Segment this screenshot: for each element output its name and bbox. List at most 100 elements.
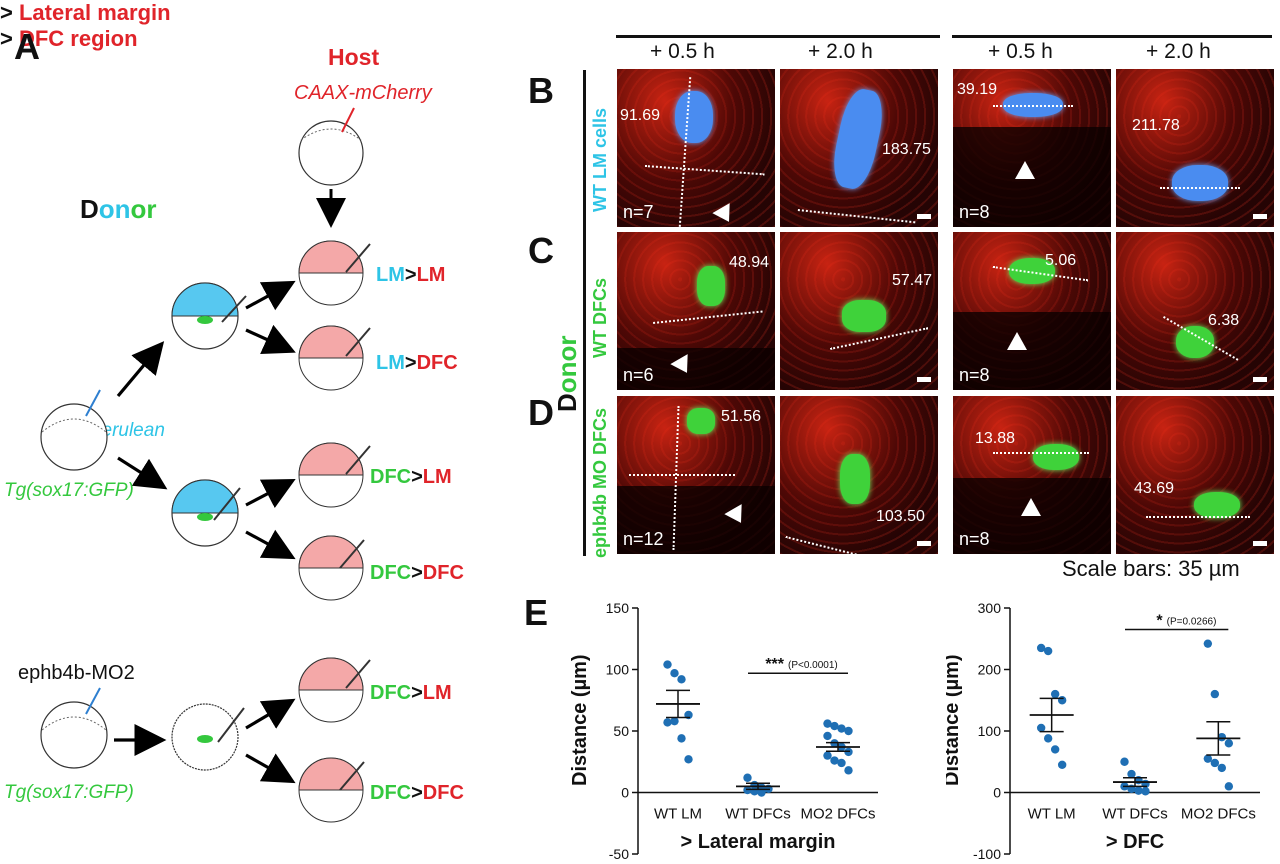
data-point <box>1043 734 1053 743</box>
micrograph-b-lm-20: 183.75 <box>780 69 938 227</box>
micrograph-c-dfc-05: 5.06 n=8 <box>953 232 1111 390</box>
header-prefix: > <box>0 26 13 51</box>
distance-value: 183.75 <box>882 141 931 158</box>
cell-cluster <box>1176 326 1214 358</box>
transplant-sep: > <box>411 466 423 488</box>
header-rule-left <box>616 35 940 38</box>
distance-value: 5.06 <box>1045 252 1077 269</box>
transplant-arrows <box>114 280 296 784</box>
distance-value: 91.69 <box>620 107 661 124</box>
transplant-sep: > <box>404 352 417 374</box>
y-tick-label: 50 <box>613 723 629 739</box>
data-point <box>823 719 832 728</box>
category-label: WT DFCs <box>1102 806 1168 823</box>
significance-stars: * <box>1156 613 1163 630</box>
distance-value: 57.47 <box>892 272 933 289</box>
significance-p: (P<0.0001) <box>788 660 838 671</box>
transplant-label-dfc-lm: DFC>LM <box>370 466 452 489</box>
data-point <box>1043 646 1053 656</box>
category-label: WT DFCs <box>725 806 791 823</box>
distance-value: 211.78 <box>1132 117 1180 134</box>
host-embryo <box>298 107 364 186</box>
panel-letter-b: B <box>528 70 554 111</box>
cell-cluster <box>1172 165 1228 201</box>
y-tick-label: -100 <box>973 846 1001 862</box>
data-point <box>663 718 672 727</box>
transplant-src: DFC <box>370 782 412 804</box>
x-axis-label: > DFC <box>1106 831 1164 853</box>
y-tick-label: 150 <box>606 600 630 616</box>
morpholino-label: ephb4b-MO2 <box>18 662 135 684</box>
transplant-sep: > <box>404 264 417 286</box>
data-point <box>1050 689 1060 699</box>
sample-count: n=7 <box>623 202 654 222</box>
cell-cluster <box>1009 258 1055 284</box>
transplant-dst: DFC <box>416 352 458 374</box>
donor-embryo-mo2-stage <box>171 703 245 771</box>
significance-p: (P=0.0266) <box>1167 617 1217 628</box>
panel-letter-e: E <box>524 592 549 633</box>
micrograph-d-dfc-05: 13.88 n=8 <box>953 396 1111 554</box>
micrograph-c-lm-05: 48.94 n=6 <box>617 232 775 390</box>
donor-bracket-line <box>583 70 586 556</box>
host-title: Host <box>328 44 380 70</box>
sample-count: n=6 <box>623 365 654 385</box>
x-axis-label: > Lateral margin <box>680 831 835 853</box>
donor-embryo-blue-2 <box>171 479 241 547</box>
cell-cluster <box>840 454 870 504</box>
significance-stars: *** <box>765 656 784 673</box>
donor-vertical-rest: onor <box>552 335 582 394</box>
time-label: + 2.0 h <box>1146 40 1211 63</box>
transplant-src: LM <box>376 352 405 374</box>
transplant-src: DFC <box>370 466 412 488</box>
row-label-d: ephb4b MO DFCs <box>590 407 610 558</box>
header-rule-right <box>952 35 1272 38</box>
cell-cluster <box>675 91 713 143</box>
transplant-dst: LM <box>422 466 452 488</box>
category-label: WT LM <box>1028 806 1076 823</box>
panel-letter-a: A <box>14 26 40 67</box>
data-point <box>677 734 686 743</box>
data-point <box>1127 769 1136 779</box>
data-point <box>1120 757 1129 766</box>
donor-title-d: D <box>80 194 99 224</box>
y-tick-label: 100 <box>606 662 630 678</box>
data-point <box>1203 639 1213 648</box>
cell-cluster <box>842 300 886 332</box>
category-label: WT LM <box>654 806 702 823</box>
data-point <box>1224 739 1234 748</box>
transplant-src: LM <box>376 264 405 286</box>
data-point <box>684 755 693 764</box>
micrograph-d-lm-20: 103.50 <box>780 396 938 554</box>
y-axis-label: Distance (µm) <box>946 654 963 786</box>
transplant-src: DFC <box>370 682 412 704</box>
data-point <box>844 726 853 736</box>
row-label-c: WT DFCs <box>590 278 610 358</box>
distance-value: 6.38 <box>1208 312 1240 329</box>
time-label: + 0.5 h <box>988 40 1053 63</box>
header-dfc-region: > DFC region <box>0 26 1280 52</box>
data-point <box>823 751 832 760</box>
transplant-dst: LM <box>422 682 452 704</box>
data-point <box>1141 787 1150 796</box>
sample-count: n=12 <box>623 529 664 549</box>
time-label: + 0.5 h <box>650 40 715 63</box>
micrograph-c-dfc-20: 6.38 <box>1116 232 1274 390</box>
donor-title: Donor <box>80 194 157 225</box>
panel-a-schematic <box>40 107 371 823</box>
cell-cluster <box>687 408 715 434</box>
data-point <box>837 758 846 768</box>
transplant-label-lm-dfc: LM>DFC <box>376 352 458 375</box>
data-point <box>1134 786 1143 795</box>
data-point <box>1057 760 1067 770</box>
transplant-label-mo-dfc-dfc: DFC>DFC <box>370 782 464 805</box>
data-point <box>830 721 839 731</box>
micrograph-b-dfc-05: 39.19 n=8 <box>953 69 1111 227</box>
panel-letter-c: C <box>528 230 554 271</box>
time-label: + 2.0 h <box>808 40 873 63</box>
distance-value: 43.69 <box>1134 480 1175 497</box>
distance-value: 51.56 <box>721 408 762 425</box>
header-text: DFC region <box>18 26 138 51</box>
data-point <box>1224 782 1234 791</box>
